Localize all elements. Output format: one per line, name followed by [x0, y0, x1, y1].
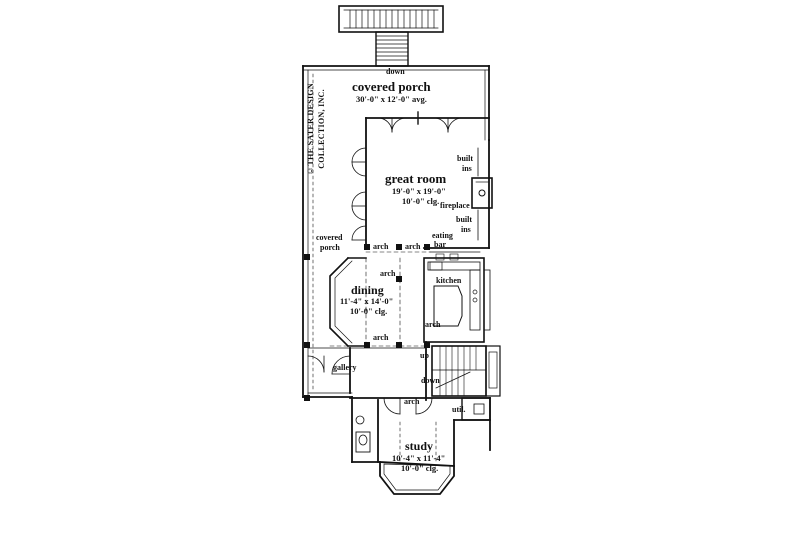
label-arch-kitchen: arch	[425, 320, 441, 329]
room-dims-dining: 11'-4" x 14'-0"	[340, 296, 394, 306]
front-door	[307, 355, 325, 373]
label-covered-porch-side-b: porch	[320, 243, 340, 252]
room-name-great-room: great room	[385, 171, 447, 186]
room-dims-study: 10'-4" x 11'-4"	[392, 453, 446, 463]
label-arch-study: arch	[404, 397, 420, 406]
label-arch-1: arch	[373, 242, 389, 251]
label-built-ins-1b: ins	[462, 164, 472, 173]
label-arch-dining: arch	[380, 269, 396, 278]
room-name-gallery: gallery	[333, 363, 357, 372]
copyright-line-2: COLLECTION, INC.	[317, 89, 326, 169]
room-dims-great-room: 19'-0" x 19'-0"	[392, 186, 446, 196]
dining-boundaries	[329, 251, 431, 347]
label-eating-bar-a: eating	[432, 231, 453, 240]
room-name-kitchen: kitchen	[436, 276, 462, 285]
room-ceiling-dining: 10'-0" clg.	[350, 306, 388, 316]
copyright-notice: ©THE SATER DESIGN COLLECTION, INC.	[305, 83, 327, 175]
label-built-ins-2a: built	[456, 215, 473, 224]
dining-bay-window	[329, 256, 367, 348]
label-built-ins-1a: built	[457, 154, 474, 163]
label-arch-gallery: arch	[373, 333, 389, 342]
label-down-top: down	[386, 67, 405, 76]
label-arch-2: arch	[405, 242, 421, 251]
label-eating-bar-b: bar	[434, 240, 446, 249]
room-name-covered-porch: covered porch	[352, 79, 431, 94]
label-down-stair: down	[421, 376, 440, 385]
room-ceiling-study: 10'-0" clg.	[401, 463, 439, 473]
french-doors-top	[377, 111, 463, 133]
room-ceiling-great-room: 10'-0" clg.	[402, 196, 440, 206]
study-walls	[351, 396, 491, 495]
top-deck-stairs	[338, 5, 444, 67]
label-covered-porch-side-a: covered	[316, 233, 343, 242]
room-name-study: study	[405, 439, 434, 453]
room-name-dining: dining	[351, 283, 384, 297]
label-fireplace: fireplace	[440, 201, 470, 210]
room-dims-covered-porch: 30'-0" x 12'-0" avg.	[356, 94, 427, 104]
interior-stairs	[431, 345, 501, 397]
exterior-walls	[302, 65, 490, 398]
label-built-ins-2b: ins	[461, 225, 471, 234]
copyright-line-1: ©THE SATER DESIGN	[306, 83, 315, 175]
label-up: up	[420, 351, 429, 360]
french-doors-left	[351, 147, 367, 241]
utility-room	[461, 397, 491, 421]
kitchen-fixtures	[423, 247, 491, 343]
room-name-util: util.	[452, 405, 466, 414]
interior-columns	[304, 244, 430, 401]
